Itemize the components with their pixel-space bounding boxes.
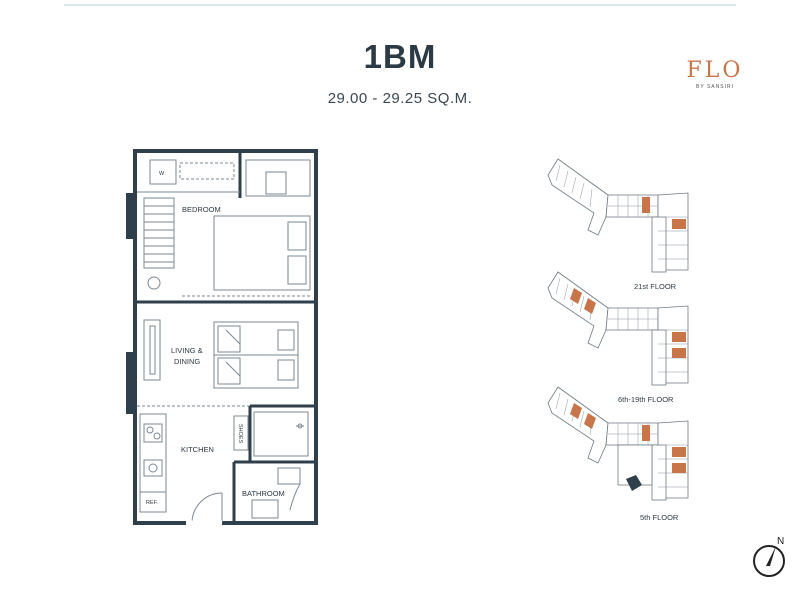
shoes-label: SHOES <box>237 424 243 444</box>
unit-type-title: 1BM <box>363 38 437 75</box>
unit-area: 29.00 - 29.25 SQ.M. <box>327 90 473 107</box>
top-rule <box>64 4 736 6</box>
brand-logo: FLO BY SANSIRI <box>680 58 750 90</box>
bathroom-label: BATHROOM <box>242 489 285 498</box>
unit-plan <box>126 149 318 526</box>
floor-label-21st: 21st FLOOR <box>634 282 677 291</box>
key-plan-21st-floor <box>547 158 689 273</box>
key-plan-5th-floor <box>547 386 689 501</box>
window-block-lower <box>126 352 136 414</box>
washer-label: W <box>159 171 165 177</box>
logo-word: FLO <box>686 58 744 83</box>
compass-north-label: N <box>777 536 784 547</box>
north-compass-icon <box>753 545 785 577</box>
kitchen-label: KITCHEN <box>181 445 214 454</box>
washer-box <box>149 159 177 185</box>
outer-wall <box>133 149 318 525</box>
living-label-line2: DINING <box>174 357 200 366</box>
key-plan-6th-19th-floor <box>547 271 689 386</box>
bed <box>213 215 311 291</box>
floor-label-6th-19th: 6th-19th FLOOR <box>618 395 674 404</box>
living-label-line1: LIVING & <box>171 346 203 355</box>
bedroom-label: BEDROOM <box>182 205 221 214</box>
ref-label: REF. <box>146 500 158 506</box>
logo-subtitle: BY SANSIRI <box>696 84 734 90</box>
floor-label-5th: 5th FLOOR <box>640 513 679 522</box>
window-block-upper <box>126 193 136 239</box>
